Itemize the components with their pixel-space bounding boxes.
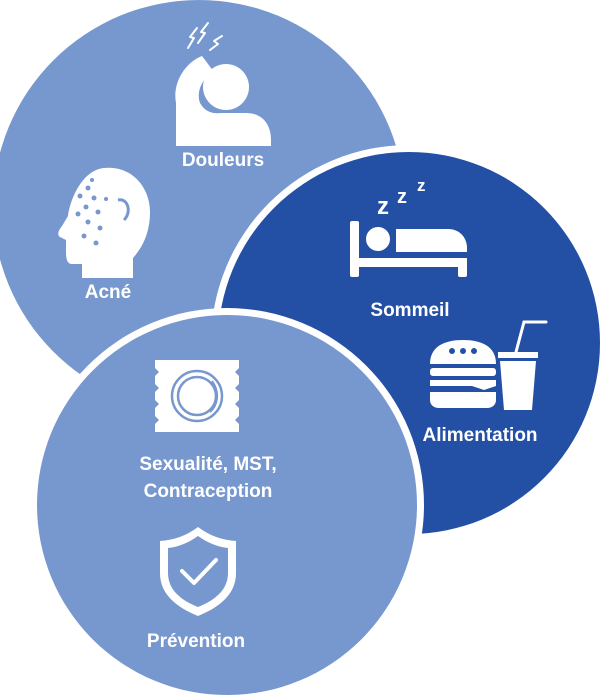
headache-person-icon	[175, 22, 271, 146]
label-sommeil: Sommeil	[370, 300, 449, 321]
label-sexualite-line2: Contraception	[144, 481, 273, 502]
acne-face-icon	[58, 167, 150, 278]
circle-health	[37, 315, 417, 695]
label-douleurs: Douleurs	[182, 150, 264, 171]
label-alimentation: Alimentation	[422, 425, 537, 446]
svg-text:z: z	[377, 193, 389, 220]
shield-check-icon	[160, 527, 236, 616]
svg-text:z: z	[397, 186, 407, 208]
label-sexualite-line1: Sexualité, MST,	[139, 454, 276, 475]
condom-icon	[155, 360, 239, 432]
svg-text:z: z	[417, 176, 426, 195]
label-acne: Acné	[85, 282, 131, 303]
label-prevention: Prévention	[147, 631, 245, 652]
sleeping-bed-icon: z z z	[350, 176, 467, 277]
burger-drink-icon	[430, 320, 548, 410]
